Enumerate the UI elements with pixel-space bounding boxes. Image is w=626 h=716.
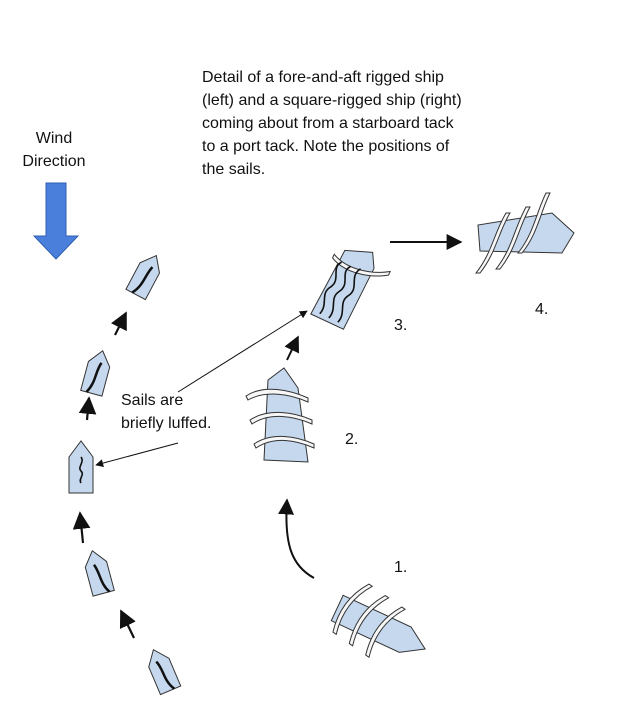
square-rigged-ship-1 [330, 583, 426, 659]
fore-aft-sequence-arrows [72, 311, 136, 639]
square-rigged-ship-4 [474, 192, 575, 274]
caption-line: the sails. [202, 161, 266, 178]
caption-line: to a port tack. Note the positions of [202, 138, 450, 155]
caption-line: (left) and a square-rigged ship (right) [202, 92, 462, 109]
fore-aft-ship-2 [84, 549, 115, 597]
fore-aft-ship-5 [125, 254, 160, 301]
fore-aft-ship-4 [80, 349, 111, 397]
luffed-pointer-lines [95, 310, 308, 467]
wind-direction-label: Wind Direction [18, 127, 90, 173]
fore-aft-ship-3-luffed [68, 440, 94, 494]
square-rigged-ship-2 [245, 367, 315, 463]
luffed-annotation: Sails are briefly luffed. [121, 389, 211, 435]
wind-label-line: Wind [35, 130, 73, 147]
annotation-line: briefly luffed. [121, 415, 212, 432]
step-label-4: 4. [535, 301, 549, 318]
square-rigged-sequence-arrows [278, 234, 463, 579]
square-rigged-ship-3 [310, 249, 392, 330]
fore-aft-ship-1 [148, 649, 182, 696]
annotation-line: Sails are [121, 392, 184, 409]
caption: Detail of a fore-and-aft rigged ship (le… [202, 66, 462, 181]
step-label-1: 1. [394, 559, 408, 576]
wind-label-line: Direction [22, 153, 86, 170]
wind-direction-arrow [32, 182, 80, 260]
step-label-2: 2. [345, 431, 359, 448]
caption-line: Detail of a fore-and-aft rigged ship [202, 69, 444, 86]
step-label-3: 3. [394, 317, 408, 334]
caption-line: coming about from a starboard tack [202, 115, 454, 132]
